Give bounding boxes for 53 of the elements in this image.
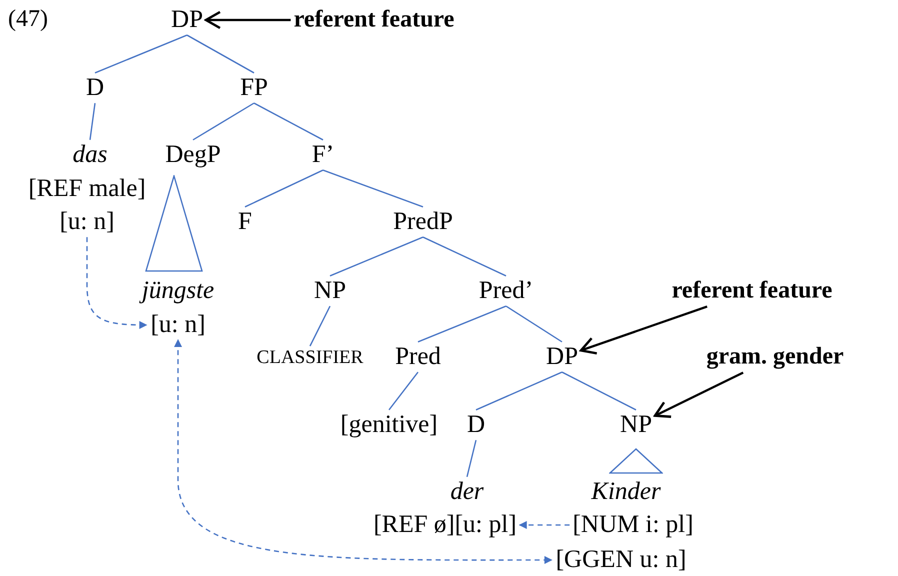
tree-branch-line bbox=[562, 372, 636, 410]
tree-branch-line bbox=[506, 306, 562, 342]
arrow bbox=[518, 521, 570, 530]
tree-node-label: [REF male] bbox=[28, 176, 146, 202]
tree-branch-line bbox=[186, 34, 254, 74]
tree-node-label: CLASSIFIER bbox=[256, 348, 364, 368]
tree-node-label: DP bbox=[546, 344, 578, 370]
tree-node-label: Pred bbox=[395, 344, 441, 370]
tree-node-label: [GGEN u: n] bbox=[556, 546, 686, 574]
tree-branch-line bbox=[254, 102, 324, 140]
tree-node-label: NP bbox=[620, 412, 652, 438]
tree-node-label: [genitive] bbox=[340, 412, 438, 438]
triangle-shape bbox=[609, 448, 663, 474]
arrow bbox=[174, 339, 552, 564]
tree-branch-line bbox=[192, 102, 254, 140]
tree-branch-line bbox=[244, 170, 324, 208]
tree-node-label: NP bbox=[314, 278, 346, 304]
tree-node-label: Pred’ bbox=[478, 278, 534, 304]
tree-branch-line bbox=[322, 170, 424, 208]
tree-node-label: Kinder bbox=[591, 478, 661, 506]
tree-branch-line bbox=[309, 306, 331, 346]
tree-node-label: D bbox=[86, 74, 104, 102]
tree-node-label: DP bbox=[171, 6, 203, 34]
tree-node-label: F’ bbox=[312, 142, 334, 168]
tree-branch-line bbox=[388, 372, 419, 410]
tree-branch-line bbox=[89, 103, 96, 140]
tree-branch-line bbox=[422, 236, 506, 276]
annotation-label: gram. gender bbox=[706, 344, 844, 370]
annotation-label: referent feature bbox=[294, 7, 454, 33]
tree-node-label: [NUM i: pl] bbox=[572, 512, 694, 538]
tree-node-label: [u: n] bbox=[60, 208, 114, 236]
tree-node-label: DegP bbox=[165, 142, 221, 168]
tree-node-label: [REF ø][u: pl] bbox=[373, 512, 517, 538]
arrow bbox=[86, 237, 148, 329]
tree-branch-line bbox=[466, 440, 477, 478]
tree-node-label: [u: n] bbox=[150, 312, 206, 338]
arrow bbox=[580, 306, 708, 355]
tree-node-label: D bbox=[466, 412, 486, 438]
tree-node-label: F bbox=[238, 208, 252, 236]
triangle-shape bbox=[145, 175, 203, 272]
tree-node-label: der bbox=[450, 478, 484, 506]
tree-branch-line bbox=[330, 236, 424, 276]
tree-branch-line bbox=[476, 372, 562, 410]
tree-node-label: das bbox=[72, 142, 108, 168]
tree-node-label: FP bbox=[240, 74, 268, 102]
annotation-label: referent feature bbox=[672, 278, 832, 304]
tree-node-label: PredP bbox=[393, 208, 453, 236]
tree-branch-line bbox=[94, 34, 188, 74]
example-number: (47) bbox=[8, 6, 48, 33]
tree-branch-line bbox=[418, 306, 506, 342]
tree-node-label: jüngste bbox=[142, 278, 214, 304]
arrow bbox=[204, 10, 291, 30]
arrow bbox=[654, 372, 744, 418]
